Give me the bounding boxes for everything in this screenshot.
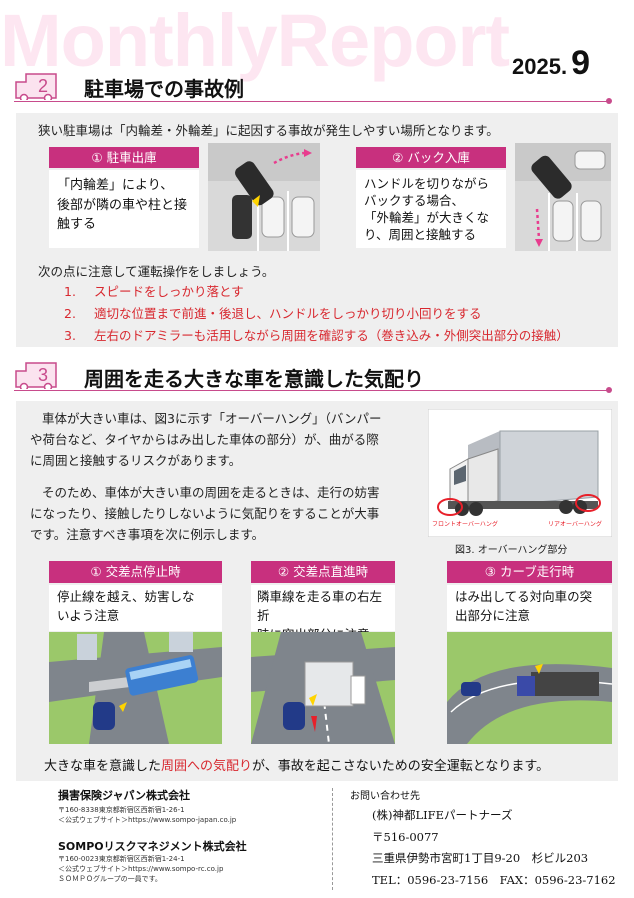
example-1-label: ① 交差点停止時 — [49, 561, 222, 583]
safety-points-list: 1.スピードをしっかり落とす 2.適切な位置まで前進・後退し、ハンドルをしっかり… — [64, 281, 569, 347]
agency-name: (株)神都LIFEパートナーズ — [372, 808, 513, 822]
sompo-japan-name: 損害保険ジャパン株式会社 — [58, 789, 190, 802]
section-2-number-icon — [15, 73, 57, 100]
case-2-line-1: ハンドルを切りながら — [364, 176, 490, 191]
sompo-risk-name: SOMPOリスクマネジメント株式会社 — [58, 840, 247, 853]
section-2-number: 2 — [38, 76, 49, 96]
agency-zip: 〒516-0077 — [372, 830, 439, 844]
case-2-line-3: 「外輪差」が大きくな — [364, 209, 490, 225]
case-1-line-3: 触する — [57, 217, 97, 232]
section-3-summary: 大きな車を意識した周囲への気配りが、事故を起こさないための安全運転となります。 — [44, 759, 550, 774]
intersection-stop-illustration — [49, 632, 222, 744]
case-2-description: ハンドルを切りながら バックする場合、 「外輪差」が大きくな り、周囲と接触する — [356, 170, 506, 248]
safety-point: 1.スピードをしっかり落とす — [64, 284, 244, 299]
case-2-line-4: り、周囲と接触する — [364, 226, 477, 242]
section-3-rule — [14, 390, 610, 391]
example-2-description: 隣車線を走る車の右左折 時に突出部分に注意 — [251, 585, 395, 642]
case-1-line-2: 後部が隣の車や柱と接 — [57, 197, 188, 213]
sompo-japan-info: 〒160-8338東京都新宿区西新宿1-26-1 ＜公式ウェブサイト＞https… — [58, 806, 237, 824]
issue-month: 9 — [571, 44, 590, 82]
issue-date: 2025.9 — [512, 44, 590, 83]
sompo-risk-info: 〒160-0023東京都新宿区西新宿1-24-1 ＜公式ウェブサイト＞https… — [58, 855, 224, 883]
contact-label: お問い合わせ先 — [350, 791, 420, 802]
overhang-explanation: 車体が大きい車は、図3に示す「オーバーハング」（バンパー や荷台など、タイヤから… — [30, 411, 382, 468]
footer-divider — [332, 788, 333, 890]
summary-emphasis: 周囲への気配り — [161, 759, 253, 774]
case-1-label: ① 駐車出庫 — [49, 147, 199, 168]
curve-driving-illustration — [447, 632, 612, 744]
case-2-label: ② バック入庫 — [356, 147, 506, 168]
section-2-intro: 狭い駐車場は「内輪差・外輪差」に起因する事故が発生しやすい場所となります。 — [38, 123, 499, 138]
agency-address: 三重県伊勢市宮町1丁目9-20 杉ビル203 — [372, 851, 589, 865]
example-3-label: ③ カーブ走行時 — [447, 561, 612, 583]
case-1-description: 「内輪差」により、 後部が隣の車や柱と接 触する — [49, 170, 199, 248]
issue-year: 2025. — [512, 54, 568, 79]
intersection-straight-illustration — [251, 632, 395, 744]
caution-explanation: そのため、車体が大きい車の周囲を走るときは、走行の妨害 になったり、接触したりし… — [30, 485, 380, 542]
agency-phone: TEL：0596-23-7156 FAX：0596-23-7162 — [372, 873, 616, 887]
front-overhang-label: フロントオーバーハング — [432, 520, 498, 528]
parking-exit-illustration — [208, 143, 320, 251]
overhang-truck-figure: フロントオーバーハング リアオーバーハング — [428, 409, 612, 537]
section-2-title: 駐車場での事故例 — [84, 77, 244, 101]
monthly-report-watermark: MonthlyReport — [0, 0, 510, 82]
section-3-rule-dot — [606, 387, 612, 393]
section-3-number-icon — [15, 362, 57, 389]
figure-3-caption: 図3. オーバーハング部分 — [455, 545, 568, 556]
back-in-parking-illustration — [515, 143, 611, 251]
case-2-line-2: バックする場合、 — [364, 192, 465, 208]
rear-overhang-label: リアオーバーハング — [548, 520, 602, 528]
example-3-description: はみ出してる対向車の突 出部分に注意 — [447, 585, 612, 631]
section-2-rule — [14, 101, 610, 102]
safety-point: 2.適切な位置まで前進・後退し、ハンドルをしっかり切り小回りをする — [64, 306, 482, 321]
example-2-label: ② 交差点直進時 — [251, 561, 395, 583]
section-3-number: 3 — [38, 365, 49, 385]
example-1-description: 停止線を越え、妨害しな いよう注意 — [49, 585, 222, 631]
safety-point: 3.左右のドアミラーも活用しながら周囲を確認する（巻き込み・外側突出部分の接触） — [64, 328, 569, 343]
section-3-title: 周囲を走る大きな車を意識した気配り — [84, 367, 424, 391]
case-1-line-1: 「内輪差」により、 — [57, 178, 174, 193]
section-2-lead: 次の点に注意して運転操作をしましょう。 — [38, 264, 275, 279]
section-2-rule-dot — [606, 98, 612, 104]
